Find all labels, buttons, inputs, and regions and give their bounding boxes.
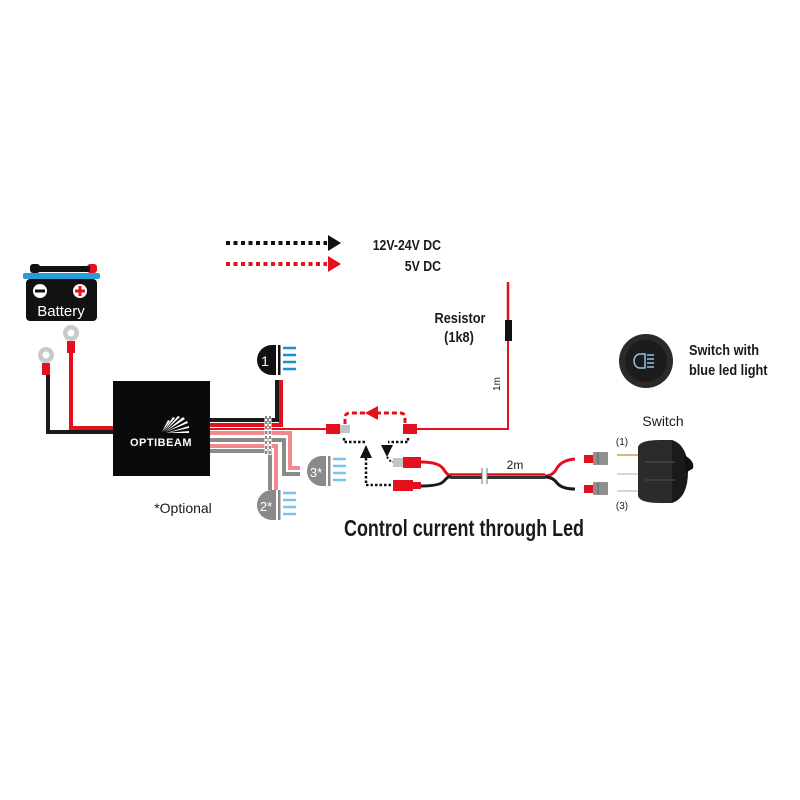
lamp-3: 3* [307,456,346,486]
headlight-icon [633,353,654,369]
minus-icon-bar [35,289,45,293]
spade-gray-bottom [593,482,608,495]
connector-red-left [326,424,340,434]
legend-item-5v: 5V DC [226,256,441,274]
wire-gray-lamp3 [210,438,300,476]
legend-label-5v: 5V DC [405,258,441,274]
lamp-1-lens [278,345,281,375]
black-arrow-up-icon [360,445,372,458]
headlamp-icon [257,490,276,520]
headlamp-icon [257,345,276,375]
lamp-2-label: 2* [260,499,272,514]
battery-terminal-negative [30,264,40,273]
black-dotted-up-path [364,458,393,487]
diagram-caption: Control current through Led [344,516,584,542]
black-arrow-icon [328,235,341,251]
battery-top-bar [38,266,90,272]
lamp-2-lens [278,490,281,520]
switch-title: Switch [642,413,683,429]
cable-2m: 2m [420,452,608,495]
cable-break-gap [482,468,487,484]
resistor-cable-length: 1m [492,377,503,391]
battery-cap [23,273,100,279]
black-dotted-left [342,438,366,444]
red-wire-split-right [544,457,576,478]
wire-pink-lamp3 [210,431,300,470]
switch-pin-3: (3) [616,501,628,512]
black-battery-wire [46,375,115,434]
harness [210,380,328,490]
connector-gray-lower-top [393,458,403,467]
resistor-title: Resistor [435,309,487,326]
legend: 12V-24V DC 5V DC [226,235,441,274]
headlamp-icon [307,456,326,486]
connector-gray-left [340,425,350,433]
wire-red-lamp1 [210,380,283,427]
red-wire-split-left [420,460,453,478]
battery-cables [38,325,115,434]
ring-terminal-positive-hole [67,329,75,337]
red-arrow-icon [365,406,378,420]
switch-pin-1: (1) [616,437,628,448]
spade-red-top [584,455,593,463]
wire-gray-lamp2 [210,449,272,490]
light-beam-icon [283,346,296,371]
light-beam-icon [333,457,346,482]
battery-label: Battery [37,303,85,320]
spade-red-bottom [584,485,593,493]
switch-bezel [672,440,688,503]
resistor-body [505,320,512,341]
black-dotted-right [388,438,410,444]
wire-black-lamp1 [210,380,279,422]
controller-brand: OPTIBEAM [130,437,192,449]
connector-block [326,406,421,491]
plus-icon-v [78,286,82,296]
crimp-positive [67,341,75,353]
black-wire-split-left [420,474,453,488]
wire-pink-lamp2 [210,444,278,490]
crimp-negative [42,363,50,375]
cable-break-marks [264,416,272,455]
controller-box [113,381,210,476]
switch-rocker [683,455,694,473]
light-beam-icon [283,491,296,516]
legend-item-12-24v: 12V-24V DC [226,235,441,253]
optibeam-controller: OPTIBEAM [113,381,210,476]
lamp-3-label: 3* [310,465,322,480]
switch-front-face [625,340,667,382]
cable-length: 2m [507,458,524,472]
spade-gray-top [593,452,608,465]
legend-label-12-24v: 12V-24V DC [373,237,441,253]
ring-terminal-negative-hole [42,351,50,359]
connector-red-lower-top [403,457,421,468]
resistor-circuit: Resistor (1k8) 1m [414,282,512,430]
black-wire-split-right [544,475,576,491]
battery: Battery [23,264,100,321]
connector-red-right [403,424,417,434]
switch-detail-line2: blue led light [689,361,768,378]
black-arrow-down-icon [381,445,393,457]
connector-red-lower-bottom-tip [413,482,421,489]
red-arrow-icon [328,256,341,272]
lamp-3-lens [328,456,331,486]
optional-note: *Optional [154,500,212,516]
optibeam-logo-icon [162,416,189,433]
resistor-value: (1k8) [444,328,474,345]
lamp-1-label: 1 [261,353,269,369]
rocker-switch: Switch (1) (3) [616,413,694,512]
lamp-1: 1 [257,345,296,375]
lamp-2: 2* [257,490,296,520]
switch-detail-line1: Switch with [689,341,759,358]
resistor-cable-1m [414,341,509,430]
connector-red-lower-bottom [393,480,413,491]
switch-detail: Switch with blue led light [619,334,768,388]
red-battery-wire [69,353,115,430]
